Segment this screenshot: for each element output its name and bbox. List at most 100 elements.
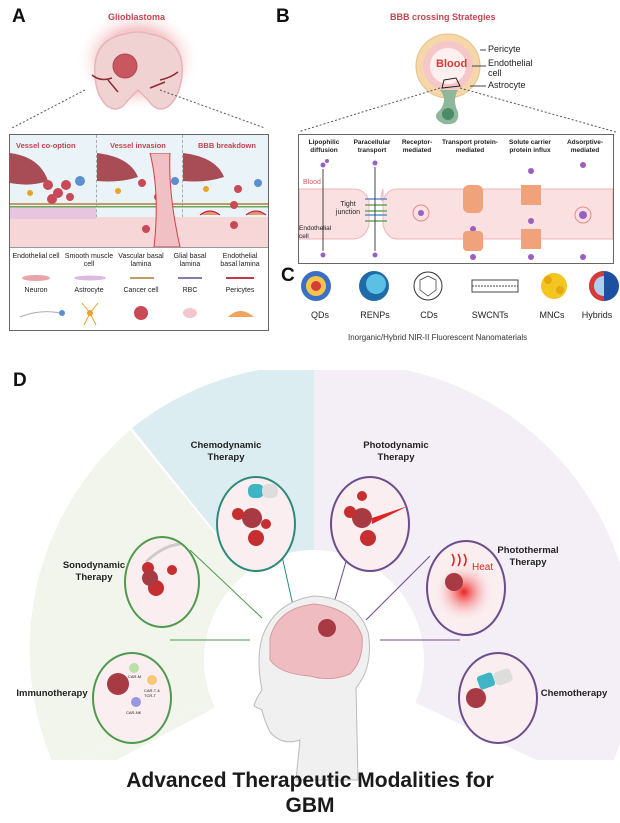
label-mncs: MNCs [539, 310, 565, 320]
capsule-icon [476, 672, 496, 690]
pericyte-label: Pericyte [488, 44, 521, 54]
sonodynamic-circle [124, 536, 200, 628]
tumor-stage-illustrations [10, 153, 268, 247]
brain-tumor-icon [318, 619, 336, 637]
rbc-icon [183, 308, 197, 318]
cds-icon [413, 271, 443, 301]
swcnts-icon [471, 279, 519, 293]
strategy-solute-carrier: Solute carrier protein influx [509, 139, 551, 154]
tumor-icon [107, 673, 129, 695]
qds-icon [301, 271, 331, 301]
neuron-icon [19, 311, 61, 318]
strategy-adsorptive: Adsorptive-mediated [566, 139, 604, 154]
label-immunotherapy: Immunotherapy [16, 688, 88, 699]
brain-icon [269, 603, 363, 680]
tumor-icon [112, 53, 138, 79]
car-t-label: CAR-T & TCR-T [144, 688, 160, 698]
smooth-muscle-icon [74, 275, 106, 281]
main-title: Advanced Therapeutic Modalities for GBM [126, 769, 494, 817]
label-sonodynamic-therapy: Sonodynamic Therapy [62, 560, 126, 583]
label-cds: CDs [420, 310, 438, 320]
legend-vascular-basal-lamina: Vascular basal lamina [118, 253, 164, 268]
endothelial-lamina-icon [226, 277, 254, 279]
endothelial-layer-label: Endothelial cell [299, 225, 332, 240]
photothermal-circle: Heat [426, 540, 506, 636]
tumor-icon [142, 570, 158, 586]
panel-b-letter: B [276, 6, 290, 27]
panel-d-letter: D [13, 370, 27, 391]
zoom-line-right [159, 89, 266, 129]
panel-c-letter: C [281, 265, 295, 286]
strategy-paracellular: Paracellular transport [353, 139, 391, 154]
pericyte-icon [228, 311, 254, 317]
laser-icon [372, 506, 408, 524]
panel-a-letter: A [12, 6, 26, 27]
bbb-strategies-box: Lipophilic diffusion Paracellular transp… [298, 134, 614, 264]
car-m-label: CAR-M [128, 674, 142, 679]
endothelium-illustration [299, 159, 613, 260]
label-swcnts: SWCNTs [471, 310, 509, 320]
legend-glial-basal-lamina: Glial basal lamina [173, 253, 207, 268]
photodynamic-circle [330, 476, 410, 572]
heat-label: Heat [472, 562, 494, 573]
heat-waves-icon [451, 553, 467, 567]
glial-lamina-icon [178, 277, 202, 279]
legend-endothelial-cell: Endothelial cell [12, 253, 60, 260]
renps-icon [359, 271, 389, 301]
legend-rbc: RBC [182, 287, 198, 294]
label-photothermal-therapy: Photothermal Therapy [497, 545, 559, 568]
tumor-icon [466, 688, 486, 708]
car-m-cell [129, 663, 139, 673]
car-nk-cell [131, 697, 141, 707]
cancer-cell-icon [134, 306, 148, 320]
human-head-icon [253, 595, 370, 781]
panel-a-box: Vessel co-option Vessel invasion BBB bre… [9, 134, 269, 331]
strategy-receptor: Receptor-mediated [401, 139, 433, 154]
legend-endothelial-basal-lamina: Endothelial basal lamina [220, 253, 260, 268]
label-qds: QDs [311, 310, 329, 320]
tumor-icon [352, 508, 372, 528]
legend-cancer-cell: Cancer cell [123, 287, 159, 294]
strategy-transport-protein: Transport protein-mediated [442, 139, 498, 154]
bbb-vessel-illustration [300, 33, 617, 133]
stage-label-co-option: Vessel co-option [16, 141, 76, 150]
label-chemodynamic-therapy: Chemodynamic Therapy [190, 440, 262, 463]
chemotherapy-circle [458, 652, 538, 744]
ultrasound-probe-icon [144, 542, 189, 564]
capsule-icon [248, 484, 264, 498]
bbb-title: BBB crossing Strategies [390, 12, 496, 22]
chemodynamic-circle [216, 476, 296, 572]
car-t-cell [147, 675, 157, 685]
nanomaterial-labels: QDs RENPs CDs SWCNTs MNCs Hybrids [298, 310, 620, 320]
glioblastoma-title: Glioblastoma [108, 12, 166, 22]
stage-label-invasion: Vessel invasion [110, 141, 166, 150]
tumor-icon [445, 573, 463, 591]
label-photodynamic-therapy: Photodynamic Therapy [363, 440, 429, 463]
legend-neuron: Neuron [24, 287, 48, 294]
glioblastoma-brain-illustration [11, 20, 266, 129]
nanomaterial-icons [301, 271, 619, 301]
tumor-stage-area: Vessel co-option Vessel invasion BBB bre… [10, 135, 268, 248]
blood-layer-label: Blood [303, 179, 321, 186]
car-nk-label: CAR-NK [126, 710, 142, 715]
hybrids-icon [589, 271, 619, 301]
blood-label: Blood [436, 58, 468, 70]
astrocyte-label: Astrocyte [488, 80, 526, 90]
label-hybrids: Hybrids [581, 310, 613, 320]
vascular-lamina-icon [130, 277, 154, 279]
label-chemotherapy: Chemotherapy [540, 688, 608, 699]
label-renps: RENPs [360, 310, 390, 320]
mncs-icon [541, 273, 567, 299]
legend-astrocyte: Astrocyte [74, 287, 104, 294]
nanomaterial-caption: Inorganic/Hybrid NIR-II Fluorescent Nano… [348, 333, 528, 342]
tight-junction-label: Tight junction [335, 201, 361, 216]
therapy-fan-background [0, 370, 620, 823]
legend-pericytes: Pericytes [225, 287, 255, 294]
tumor-icon [242, 508, 262, 528]
endothelial-cell-label: Endothelial cell [488, 58, 533, 78]
immunotherapy-circle: CAR-M CAR-T & TCR-T CAR-NK [92, 652, 172, 744]
stage-label-bbb-breakdown: BBB breakdown [198, 141, 256, 150]
endothelial-cell-icon [22, 275, 50, 281]
zoom-line-left [11, 89, 86, 129]
strategy-lipophilic: Lipophilic diffusion [308, 139, 340, 154]
